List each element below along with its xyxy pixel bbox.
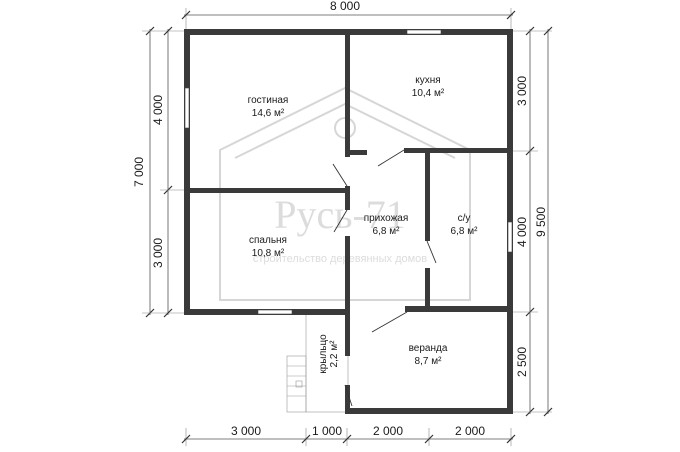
room-bedroom-area: 10,8 м²	[252, 248, 285, 259]
door-kitchen	[377, 149, 405, 167]
dim-left-total: 7 000	[132, 157, 146, 187]
dim-top: 8 000	[330, 0, 360, 13]
room-hall-name: прихожая	[364, 213, 409, 224]
dimension-lines	[142, 8, 553, 446]
door-bathroom	[426, 240, 437, 264]
room-hall-area: 6,8 м²	[373, 226, 401, 237]
room-bathroom-name: с/у	[458, 213, 471, 224]
room-living-area: 14,6 м²	[252, 108, 285, 119]
dim-bottom-2: 1 000	[312, 424, 342, 438]
window-bathroom	[507, 221, 513, 253]
dim-bottom-3: 2 000	[373, 424, 403, 438]
window-kitchen	[406, 29, 442, 35]
window-living	[184, 87, 190, 129]
watermark: Русь-71 строительство деревянных домов	[219, 86, 471, 301]
room-porch-name: крыльцо	[318, 334, 329, 374]
room-veranda-name: веранда	[409, 343, 448, 354]
door-entrance	[371, 311, 408, 333]
windows	[184, 29, 513, 315]
room-bedroom-name: спальня	[249, 235, 287, 246]
dim-left-lower: 3 000	[151, 238, 165, 268]
dim-left-upper: 4 000	[151, 95, 165, 125]
doors	[332, 149, 437, 407]
dim-bottom-4: 2 000	[455, 424, 485, 438]
watermark-brand: Русь-71	[274, 192, 406, 237]
door-living	[332, 163, 348, 187]
door-veranda	[344, 384, 353, 407]
room-living-name: гостиная	[248, 95, 289, 106]
window-bedroom	[257, 309, 293, 315]
dim-right-middle: 4 000	[515, 217, 529, 247]
walls	[184, 29, 513, 414]
room-kitchen-area: 10,4 м²	[412, 88, 445, 99]
door-bedroom	[333, 209, 348, 233]
room-bathroom-area: 6,8 м²	[451, 226, 479, 237]
room-veranda-area: 8,7 м²	[415, 356, 443, 367]
watermark-tagline: строительство деревянных домов	[253, 253, 427, 265]
room-porch-area: 2,2 м²	[329, 340, 340, 368]
dim-right-bottom: 2 500	[515, 347, 529, 377]
dim-right-total: 9 500	[534, 207, 548, 237]
room-kitchen-name: кухня	[415, 75, 440, 86]
dim-bottom-1: 3 000	[231, 424, 261, 438]
dim-right-top: 3 000	[515, 76, 529, 106]
